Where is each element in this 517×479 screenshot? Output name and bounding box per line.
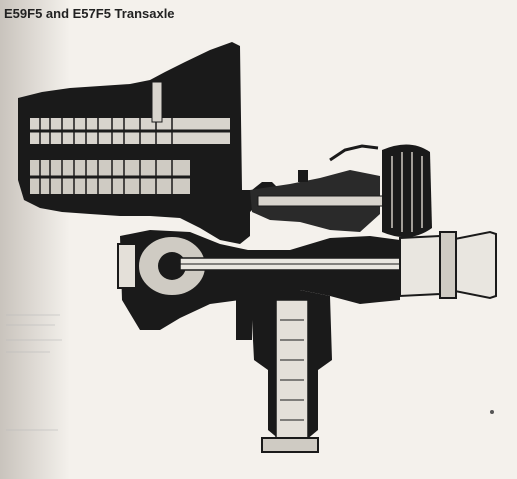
annotation-dot bbox=[490, 410, 494, 414]
output-flange bbox=[439, 231, 457, 299]
differential-core bbox=[158, 252, 186, 280]
gear-stack bbox=[39, 104, 173, 206]
pto-shaft bbox=[275, 299, 309, 441]
shift-linkage bbox=[329, 144, 379, 162]
mount-bracket bbox=[236, 300, 252, 340]
transfer-shaft bbox=[257, 195, 387, 207]
left-flange bbox=[117, 243, 137, 289]
pto-splines bbox=[280, 319, 304, 421]
top-bolt bbox=[298, 170, 308, 182]
coupling-plates bbox=[391, 152, 423, 232]
page-binding-shadow bbox=[0, 0, 70, 479]
viscous-coupling bbox=[382, 144, 432, 238]
pto-flange bbox=[261, 437, 319, 453]
shift-rail bbox=[151, 81, 163, 123]
figure-title: E59F5 and E57F5 Transaxle bbox=[4, 6, 175, 21]
bleed-through-text bbox=[6, 314, 62, 431]
